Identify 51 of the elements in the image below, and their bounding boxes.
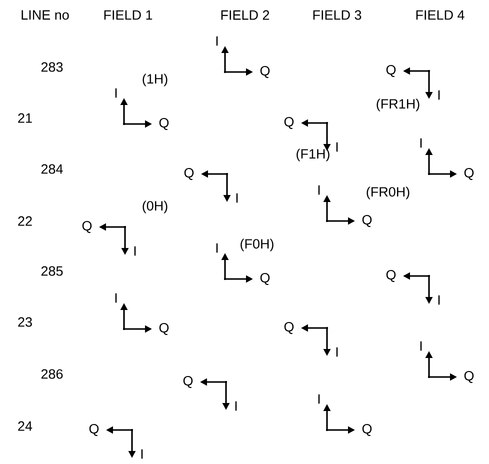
axis-label: Q [260,66,270,78]
axis-label: Q [464,371,474,383]
mode-label: (F0H) [240,238,274,252]
axis-label: I [318,185,320,195]
axis-label: I [115,293,117,303]
line-number: 22 [18,216,32,226]
axis-label: Q [159,118,169,130]
axis-label: I [438,90,440,100]
axis-label: I [420,138,422,148]
axis-label: I [236,193,238,203]
axis-label: I [216,36,218,46]
axis-label: Q [284,322,294,334]
axis-label: I [115,88,117,98]
axis-label: I [420,341,422,351]
column-header: LINE no [22,10,69,20]
axis-label: Q [159,323,169,335]
axis-label: I [216,243,218,253]
column-header: FIELD 4 [416,10,464,20]
line-number: 21 [18,113,32,123]
line-number: 24 [18,421,32,431]
axis-label: I [235,401,237,411]
axis-label: Q [183,376,193,388]
column-header: FIELD 1 [104,10,152,20]
axis-label: Q [362,215,372,227]
axis-label: Q [386,270,396,282]
axis-label: Q [89,424,99,436]
mode-label: (1H) [142,74,168,86]
axis-label: Q [362,424,372,436]
column-header: FIELD 2 [221,10,270,20]
axis-label: Q [184,168,194,180]
axis-label: I [318,394,320,404]
axis-label: I [134,246,136,256]
mode-label: (FR1H) [376,98,420,112]
column-header: FIELD 3 [313,10,362,20]
line-number: 283 [41,62,63,72]
axis-label: I [336,347,338,357]
mode-label: (FR0H) [366,186,410,200]
line-number: 285 [41,266,63,276]
axis-label: Q [284,117,294,129]
axis-label: I [438,295,440,305]
axis-label: Q [464,168,474,180]
axis-label: I [141,449,143,459]
axis-label: Q [82,221,92,233]
line-number: 284 [41,164,63,174]
mode-label: (0H) [142,200,168,214]
axis-label: Q [386,65,396,77]
line-number: 286 [41,369,63,379]
mode-label: (F1H) [296,148,330,162]
axis-label: Q [260,273,270,285]
line-number: 23 [18,317,32,327]
axis-label: I [336,142,338,152]
